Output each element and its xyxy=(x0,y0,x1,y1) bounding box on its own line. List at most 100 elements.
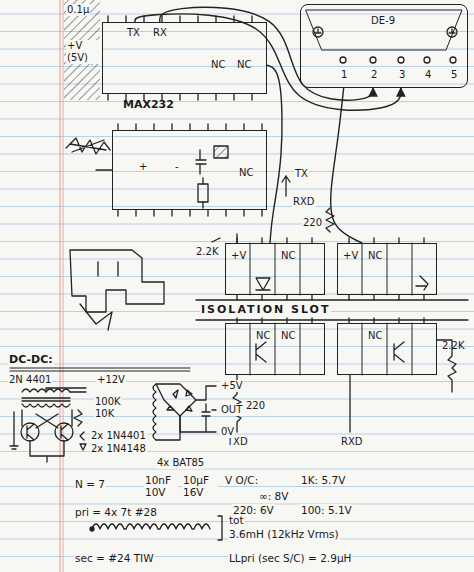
ruled-line xyxy=(0,364,474,365)
pin-label: 1 xyxy=(341,69,347,81)
note-text: LLpri (sec S/C) = 2.9µH xyxy=(228,552,352,564)
margin-line xyxy=(63,0,64,572)
wire xyxy=(349,375,350,432)
note-text: 10µF 16V xyxy=(182,474,218,498)
note-text: sec = #24 TIW xyxy=(74,552,155,564)
ic-package: + - NC xyxy=(112,130,267,210)
signal-label: OUT xyxy=(220,404,243,416)
pin-label: TX xyxy=(127,27,140,39)
signal-label: 0.1µ xyxy=(66,4,90,16)
isolation-slot xyxy=(196,300,468,320)
layout-sketch xyxy=(70,250,164,312)
cross-coupling xyxy=(36,414,58,428)
pin-contact xyxy=(424,57,430,63)
pin-label: 3 xyxy=(399,69,405,81)
signal-label: DC-DC: xyxy=(8,354,54,366)
crossed-out-scribble xyxy=(66,138,110,154)
pin-label: NC xyxy=(368,250,382,262)
note-text: V O/C: xyxy=(224,474,259,486)
diode-symbol xyxy=(167,390,192,411)
ic-package: TXRXNCNCMAX232 xyxy=(102,22,267,94)
component-symbol xyxy=(214,146,228,158)
signal-label: 2x 1N4148 xyxy=(90,443,147,455)
ground-symbol xyxy=(10,412,18,449)
pin-label: NC xyxy=(256,330,270,342)
signal-label: 4x BAT85 xyxy=(156,457,205,469)
optocoupler-box: +VNC2.2K xyxy=(225,243,325,295)
note-text: 3.6mH (12kHz Vrms) xyxy=(228,528,340,540)
phototransistor-symbol xyxy=(256,342,266,362)
ruled-line xyxy=(0,486,474,487)
opto-pin-cells xyxy=(250,323,412,375)
ruled-line xyxy=(0,469,474,470)
pin-label: NC xyxy=(281,250,295,262)
pin-contact xyxy=(340,57,346,63)
signal-arrow xyxy=(282,176,290,196)
opto-pin-cells xyxy=(250,243,412,295)
ruled-line xyxy=(0,119,474,120)
ruled-line xyxy=(0,346,474,347)
capacitor-symbol xyxy=(196,150,206,174)
note-text: 10nF 10V xyxy=(144,474,178,498)
signal-label: 2N 4401 xyxy=(8,374,52,386)
pin-contact xyxy=(370,57,376,63)
ruled-line xyxy=(0,154,474,155)
note-text: 100: 5.1V xyxy=(300,504,353,516)
signal-label: TX xyxy=(294,168,309,180)
pin-label: - xyxy=(175,161,179,173)
primary-winding xyxy=(92,524,210,529)
secondary-winding xyxy=(153,384,156,440)
margin-line xyxy=(60,0,61,572)
note-text: 1K: 5.7V xyxy=(300,474,346,486)
signal-label: 220 xyxy=(245,400,266,412)
phototransistor-symbol xyxy=(394,342,404,362)
ruled-line xyxy=(0,189,474,190)
region-label: ISOLATION SLOT xyxy=(200,304,331,316)
note-text: tot xyxy=(228,514,245,526)
wire xyxy=(96,169,112,170)
connector-shell xyxy=(306,10,462,50)
led-symbol xyxy=(416,276,428,290)
pin-label: NC xyxy=(239,167,253,179)
pin-label: 5 xyxy=(451,69,457,81)
layout-sketch xyxy=(80,304,112,330)
signal-label: RXD xyxy=(340,436,364,448)
pin-label: RX xyxy=(153,27,167,39)
wire xyxy=(212,234,237,243)
output-wiring xyxy=(180,386,216,432)
signal-label: +12V xyxy=(96,374,126,386)
part-label: 2.2K xyxy=(196,246,218,258)
ground-symbol xyxy=(315,29,455,33)
wire-connector xyxy=(135,14,401,110)
pin-label: +V xyxy=(231,250,246,262)
optocoupler-box: NC2.2K xyxy=(337,323,437,375)
ruled-line xyxy=(0,434,474,435)
ruled-line xyxy=(0,224,474,225)
wire xyxy=(202,178,203,208)
signal-label: +V (5V) xyxy=(66,40,102,64)
pin-label: NC xyxy=(237,59,251,71)
note-text: pri = 4x 7t #28 xyxy=(74,506,158,518)
capacitor-symbol xyxy=(198,184,208,202)
pin-label: 2 xyxy=(371,69,377,81)
pin-label: + xyxy=(139,161,147,173)
part-label: MAX232 xyxy=(123,99,174,111)
ruled-line xyxy=(0,171,474,172)
led-symbol xyxy=(256,278,270,290)
signal-label: +5V xyxy=(220,380,244,392)
bracket xyxy=(218,516,222,540)
resistor-diode xyxy=(74,410,86,450)
wire-connector xyxy=(267,65,282,243)
pin-label: +V xyxy=(343,250,358,262)
signal-label: 10K xyxy=(94,408,115,420)
wire xyxy=(46,388,86,392)
signal-label: 2x 1N4401 xyxy=(90,430,147,442)
wire xyxy=(212,409,216,410)
transistor-leads xyxy=(22,410,72,462)
